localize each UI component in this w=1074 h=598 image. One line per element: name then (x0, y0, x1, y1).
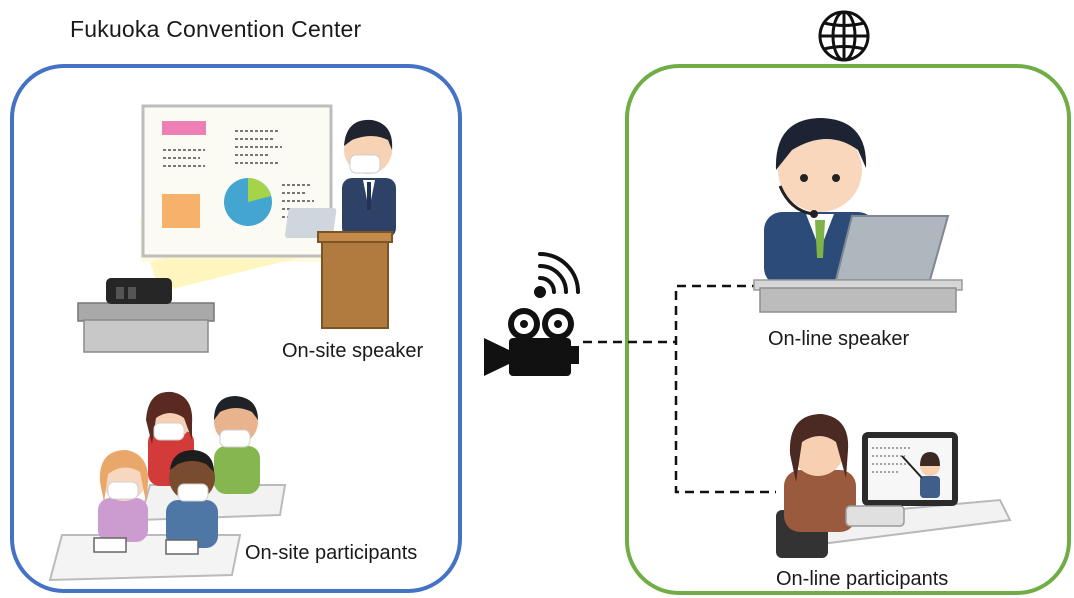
venue-title: Fukuoka Convention Center (70, 16, 362, 42)
onsite-frame (10, 64, 462, 593)
online-speaker-label: On-line speaker (768, 328, 910, 350)
online-frame (625, 64, 1071, 595)
projector-table (77, 278, 215, 353)
globe-icon (818, 10, 870, 62)
video-camera-icon (484, 308, 579, 376)
onsite-speaker-figure (284, 119, 396, 329)
onsite-speaker-label: On-site speaker (282, 340, 424, 362)
online-speaker-figure (753, 118, 963, 313)
online-participant-figure (776, 414, 1012, 558)
onsite-participants-figure (48, 391, 287, 582)
connection-lines (583, 284, 776, 494)
online-participants-label: On-line participants (776, 568, 949, 590)
onsite-participants-label: On-site participants (245, 542, 418, 564)
wifi-icon (534, 252, 580, 298)
